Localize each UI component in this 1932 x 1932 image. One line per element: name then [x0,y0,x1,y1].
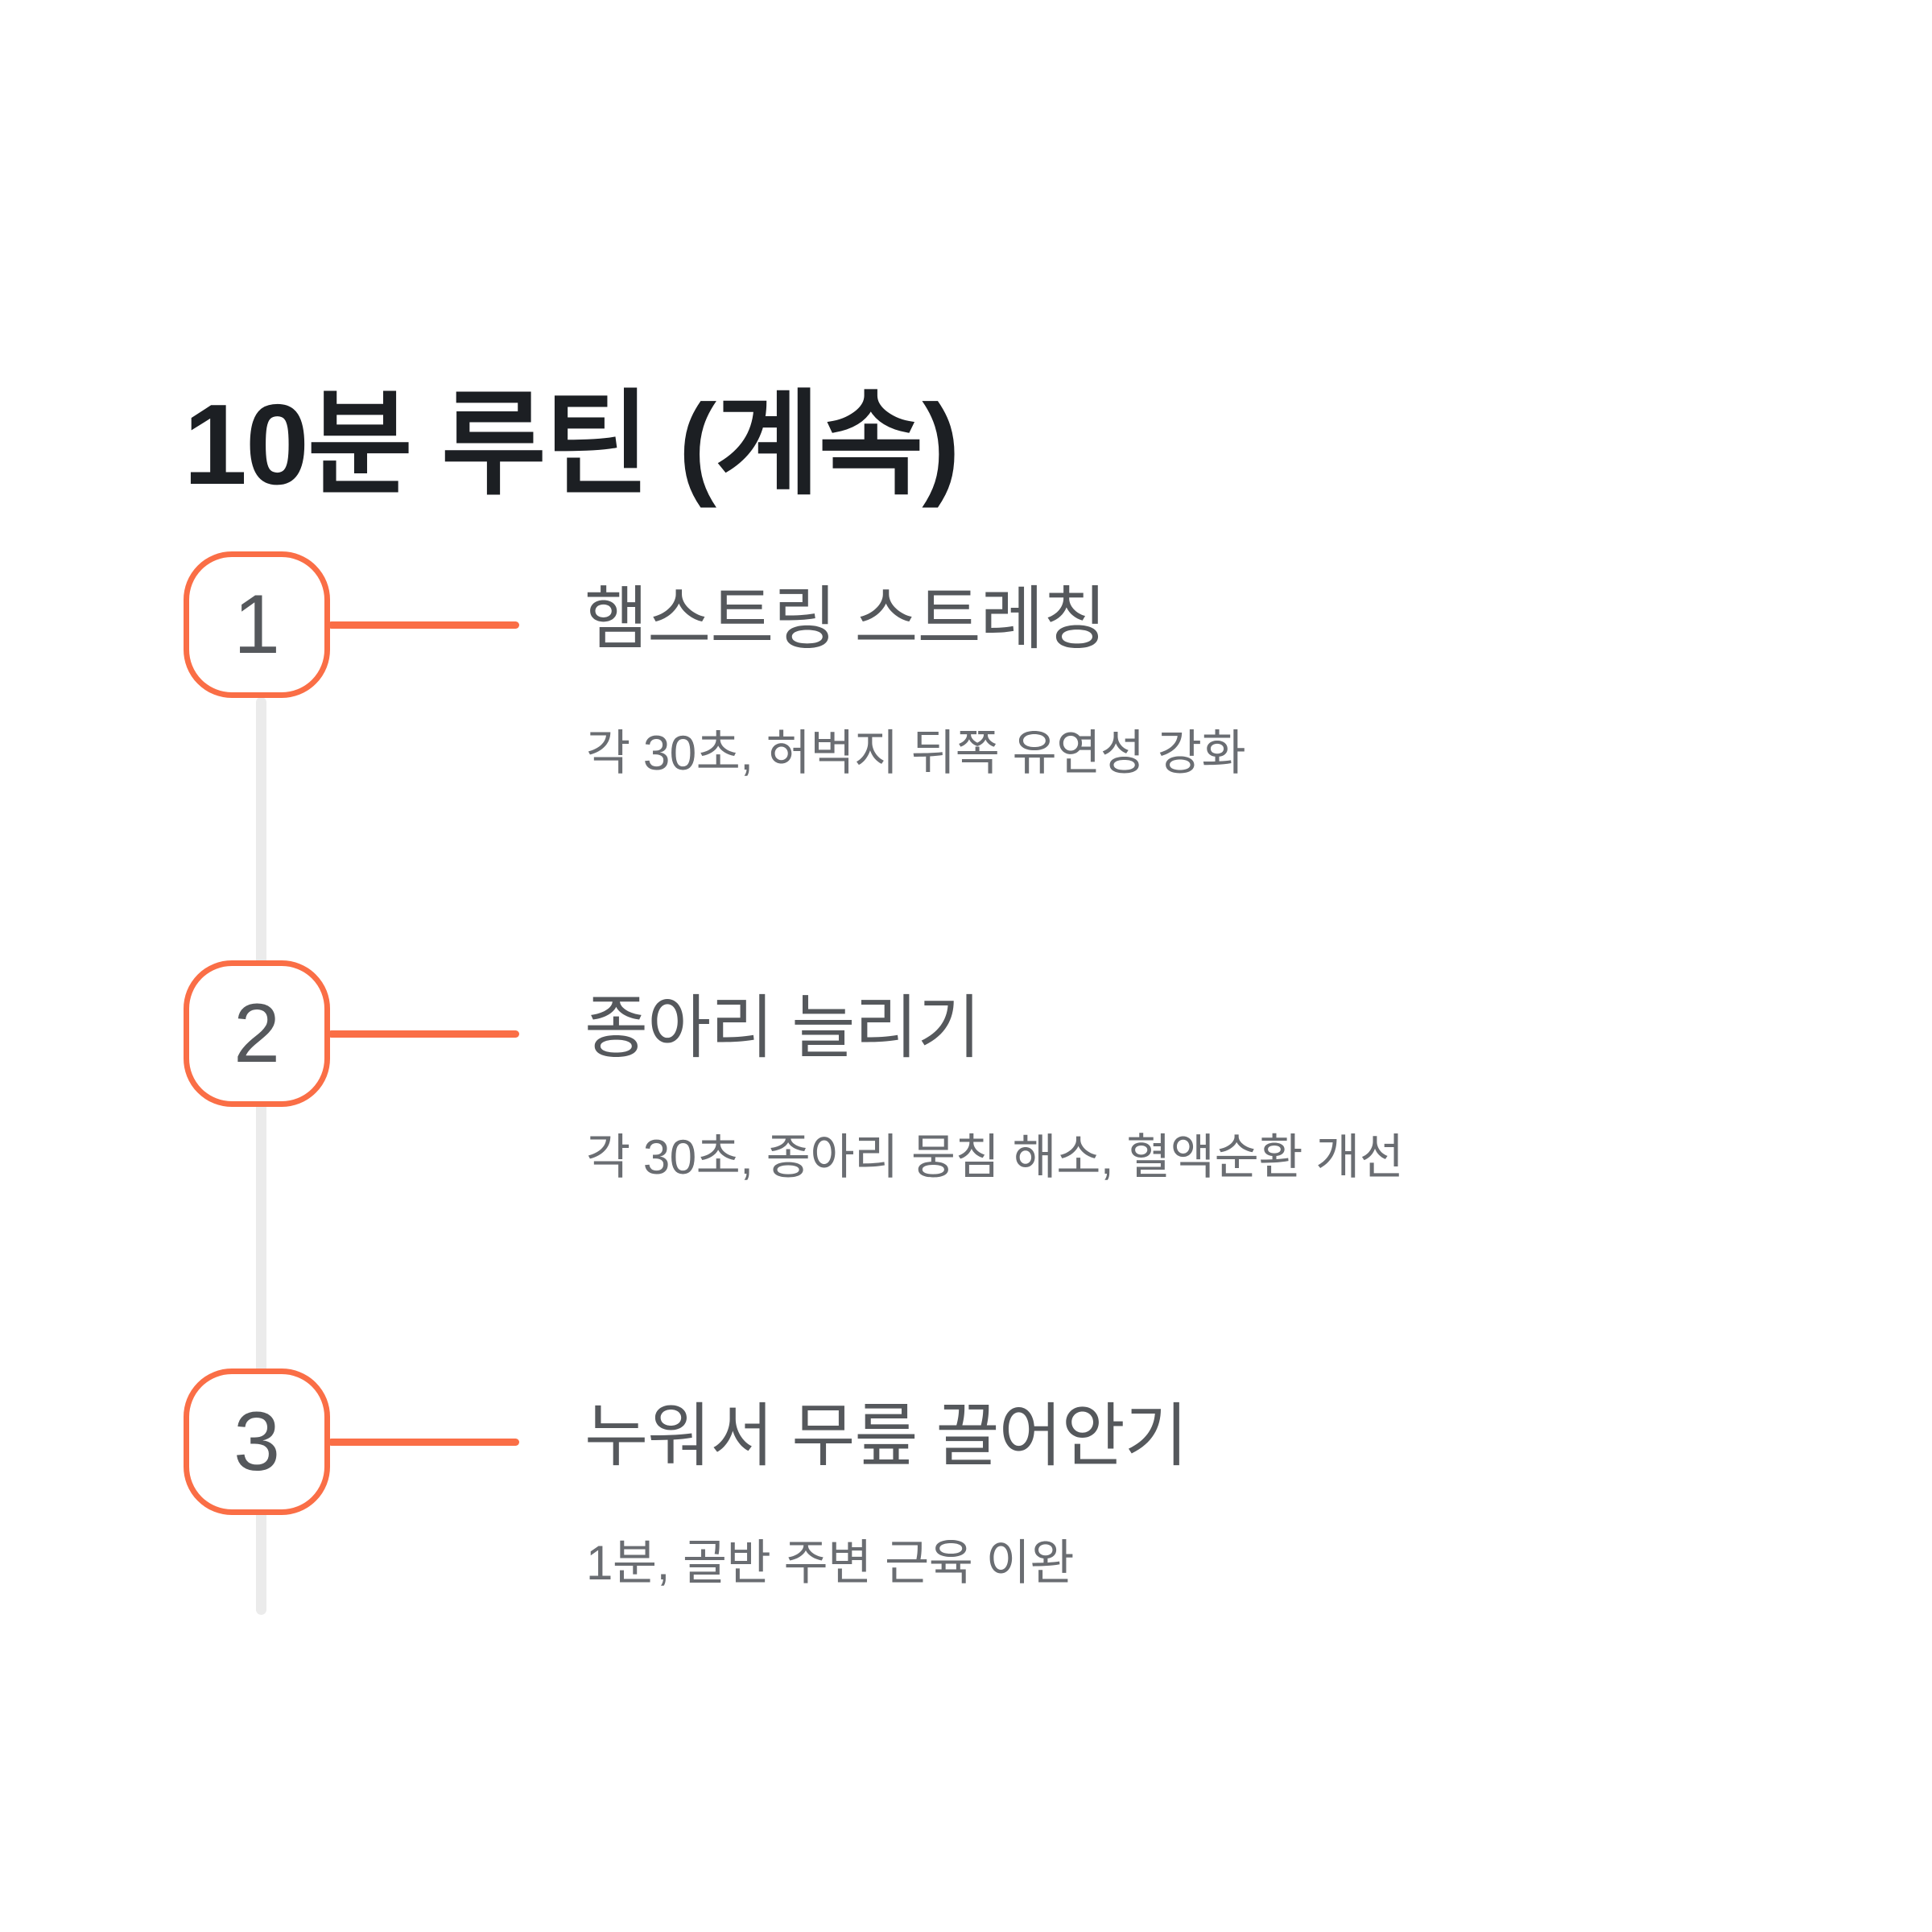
step-number-label: 3 [233,1395,280,1488]
step-number-label: 2 [233,987,280,1080]
step-number-label: 1 [233,578,280,671]
step-number-badge: 1 [184,551,330,698]
page-title: 10분 루틴 (계속) [184,381,960,510]
step-description: 1분, 골반 주변 근육 이완 [586,1536,1075,1590]
step-title: 종아리 늘리기 [584,989,981,1067]
step-number-badge: 2 [184,960,330,1107]
step-connector-line [328,1439,519,1446]
step-description: 각 30초, 종아리 뭉침 해소, 혈액순환 개선 [586,1130,1404,1184]
step-description: 각 30초, 허벅지 뒤쪽 유연성 강화 [586,726,1246,780]
step-title: 햄스트링 스트레칭 [584,580,1107,658]
step-connector-line [328,1030,519,1038]
step-connector-line [328,621,519,629]
step-title: 누워서 무릎 끌어안기 [584,1397,1188,1475]
step-number-badge: 3 [184,1368,330,1515]
